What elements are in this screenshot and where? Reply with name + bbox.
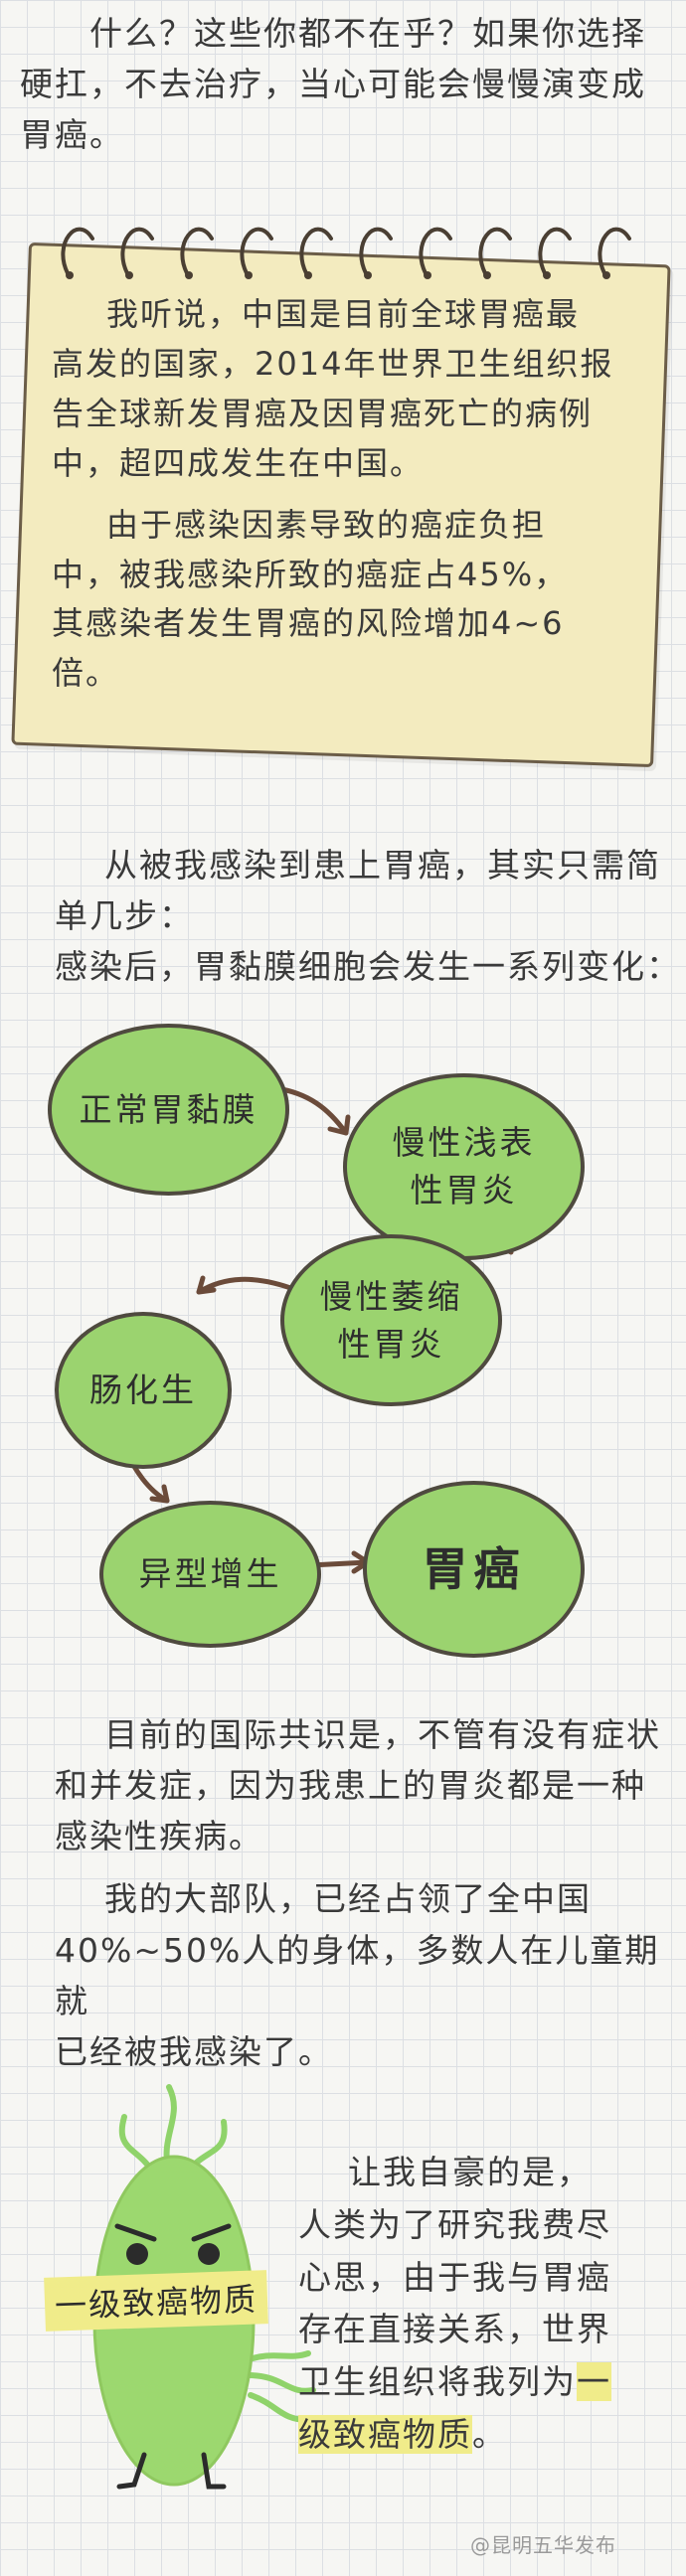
- pride-line-1: 让我自豪的是，: [348, 2153, 592, 2191]
- note-p1-l1: 我听说，中国是目前全球胃癌最: [106, 295, 581, 333]
- steps-line-3: 感染后，胃黏膜细胞会发生一系列变化：: [55, 947, 681, 987]
- note-p1-l4: 中，超四成发生在中国。: [52, 443, 425, 482]
- flow-step-4-label: 肠化生: [89, 1370, 197, 1410]
- arrow-3-icon: [196, 1276, 299, 1295]
- consensus-p2-l1: 我的大部队，已经占领了全中国: [104, 1879, 592, 1919]
- steps-line-1: 从被我感染到患上胃癌，其实只需简: [104, 846, 661, 885]
- pride-line-4: 存在直接关系，世界: [298, 2310, 611, 2349]
- intro-line-2: 硬扛，不去治疗，当心可能会慢慢演变成: [20, 65, 646, 104]
- flow-step-dysplasia: 异型增生: [99, 1501, 321, 1648]
- consensus-p2-l3: 已经被我感染了。: [55, 2031, 333, 2071]
- steps-line-2: 单几步：: [55, 896, 194, 936]
- flow-step-2-label: 慢性浅表 性胃炎: [392, 1123, 536, 1209]
- consensus-text: 目前的国际共识是，不管有没有症状 和并发症，因为我患上的胃炎都是一种 感染性疾病…: [55, 1709, 681, 2077]
- flow-step-chronic-superficial-gastritis: 慢性浅表 性胃炎: [343, 1073, 585, 1260]
- intro-text: 什么？这些你都不在乎？如果你选择 硬扛，不去治疗，当心可能会慢慢演变成 胃癌。: [20, 8, 671, 160]
- pride-line-5: 卫生组织将我列为一: [298, 2362, 611, 2402]
- flow-step-intestinal-metaplasia: 肠化生: [55, 1312, 232, 1469]
- pride-text: 让我自豪的是， 人类为了研究我费尽 心思，由于我与胃癌 存在直接关系，世界 卫生…: [298, 2147, 681, 2462]
- consensus-p1-l3: 感染性疾病。: [55, 1817, 263, 1856]
- notepaper-text: 我听说，中国是目前全球胃癌最 高发的国家，2014年世界卫生组织报 告全球新发胃…: [52, 290, 638, 711]
- consensus-p2-l2: 40%~50%人的身体，多数人在儿童期就: [55, 1930, 660, 2020]
- pride-line-2: 人类为了研究我费尽: [298, 2204, 611, 2244]
- pride-highlight-inline: 一: [577, 2362, 611, 2402]
- intro-line-1: 什么？这些你都不在乎？如果你选择: [89, 14, 646, 53]
- spiral-rings-icon: [61, 227, 631, 279]
- steps-intro-text: 从被我感染到患上胃癌，其实只需简 单几步： 感染后，胃黏膜细胞会发生一系列变化：: [55, 840, 681, 992]
- flow-step-chronic-atrophic-gastritis: 慢性萎缩 性胃炎: [280, 1234, 502, 1406]
- pride-line-3: 心思，由于我与胃癌: [298, 2257, 611, 2297]
- pride-highlight-phrase: 级致癌物质: [298, 2414, 472, 2454]
- flow-step-1-label: 正常胃黏膜: [79, 1089, 258, 1129]
- consensus-p1-l1: 目前的国际共识是，不管有没有症状: [104, 1715, 661, 1754]
- intro-line-3: 胃癌。: [20, 115, 124, 155]
- flow-step-gastric-cancer: 胃癌: [363, 1481, 585, 1658]
- note-p2-l2: 中，被我感染所致的癌症占45%，: [52, 555, 569, 593]
- flow-step-5-label: 异型增生: [138, 1554, 282, 1594]
- note-p2-l1: 由于感染因素导致的癌症负担: [106, 505, 547, 544]
- flow-step-normal-mucosa: 正常胃黏膜: [48, 1024, 289, 1196]
- flow-step-3-label: 慢性萎缩 性胃炎: [319, 1276, 463, 1364]
- carcinogen-tag: 一级致癌物质: [44, 2270, 268, 2332]
- note-p1-l3: 告全球新发胃癌及因胃癌死亡的病例: [52, 394, 594, 432]
- pride-line-6: 级致癌物质。: [298, 2414, 507, 2454]
- watermark: @昆明五华发布: [470, 2533, 616, 2557]
- flow-step-6-label: 胃癌: [422, 1541, 526, 1596]
- note-p2-l3: 其感染者发生胃癌的风险增加4~6: [52, 604, 565, 643]
- note-p2-l4: 倍。: [52, 654, 120, 693]
- consensus-p1-l2: 和并发症，因为我患上的胃炎都是一种: [55, 1766, 646, 1806]
- note-p1-l2: 高发的国家，2014年世界卫生组织报: [52, 344, 614, 383]
